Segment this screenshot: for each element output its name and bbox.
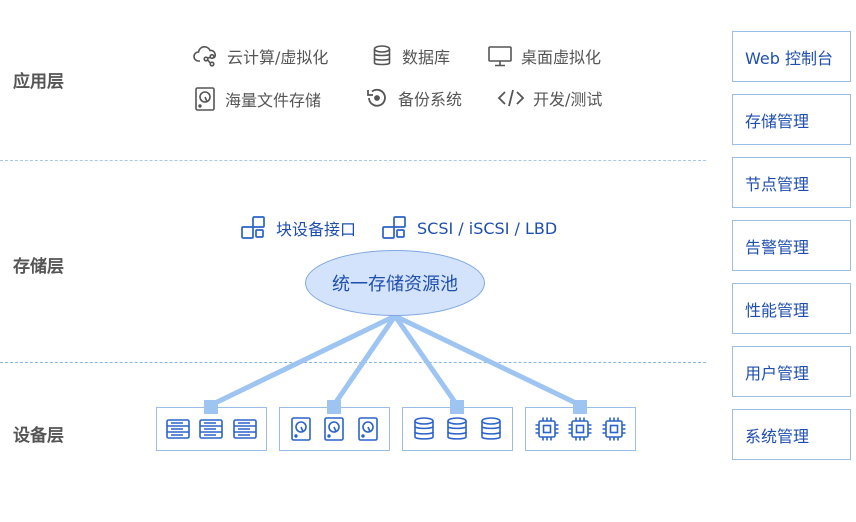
layer-divider-bottom: [0, 362, 706, 363]
connection-line: [393, 313, 582, 408]
side-item-web-console[interactable]: Web 控制台: [732, 31, 851, 82]
connection-line: [331, 314, 398, 407]
side-item-user-mgmt[interactable]: 用户管理: [732, 346, 851, 397]
interface-block-device: 块设备接口: [240, 215, 356, 241]
code-icon: [497, 89, 525, 107]
layer-label-device: 设备层: [13, 426, 64, 446]
connector-square: [204, 400, 218, 414]
chip-icon: [568, 417, 592, 441]
side-item-storage-mgmt[interactable]: 存储管理: [732, 94, 851, 145]
device-group-servers: [156, 407, 267, 451]
connection-line: [209, 313, 397, 408]
storage-pool-label: 统一存储资源池: [332, 274, 458, 295]
side-item-alert-mgmt[interactable]: 告警管理: [732, 220, 851, 271]
app-item-label: 开发/测试: [533, 90, 603, 109]
app-item-label: 桌面虚拟化: [521, 48, 602, 67]
interface-label: SCSI / iSCSI / LBD: [417, 218, 558, 238]
interface-label: 块设备接口: [276, 220, 357, 239]
app-item-cloud: 云计算/虚拟化: [193, 44, 328, 68]
layer-divider-top: [0, 160, 706, 161]
app-item-label: 备份系统: [398, 90, 463, 109]
database-icon: [481, 417, 501, 440]
storage-pool: 统一存储资源池: [305, 250, 485, 316]
side-item-label: 存储管理: [745, 111, 810, 131]
chip-icon: [535, 417, 559, 441]
database-icon: [373, 45, 391, 66]
side-item-label: 系统管理: [745, 426, 810, 446]
database-icon: [414, 417, 434, 440]
app-item-backup: 备份系统: [364, 86, 462, 110]
side-item-label: 节点管理: [745, 174, 810, 194]
app-item-dev-test: 开发/测试: [497, 86, 602, 110]
chip-icon: [602, 417, 626, 441]
device-group-databases: [402, 407, 513, 451]
app-item-database: 数据库: [370, 44, 450, 68]
side-item-system-mgmt[interactable]: 系统管理: [732, 409, 851, 460]
hard-disk-icon: [291, 417, 311, 441]
device-group-chips: [525, 407, 636, 451]
database-icon: [447, 417, 468, 440]
side-item-node-mgmt[interactable]: 节点管理: [732, 157, 851, 208]
monitor-icon: [488, 46, 512, 67]
side-item-label: Web 控制台: [745, 48, 833, 68]
connector-square: [573, 400, 587, 414]
app-item-label: 数据库: [402, 48, 451, 67]
layer-label-application: 应用层: [13, 72, 64, 92]
server-icon: [233, 419, 257, 439]
side-item-performance-mgmt[interactable]: 性能管理: [732, 283, 851, 334]
cloud-share-icon: [193, 46, 216, 67]
hard-disk-icon: [358, 417, 378, 441]
side-item-label: 用户管理: [745, 363, 810, 383]
block-interface-icon: [382, 216, 406, 239]
connection-line: [392, 314, 460, 407]
server-icon: [199, 419, 224, 439]
side-item-label: 告警管理: [745, 237, 810, 257]
server-icon: [166, 419, 190, 439]
app-item-desktop: 桌面虚拟化: [487, 44, 601, 68]
disk-file-icon: [195, 87, 215, 111]
app-item-label: 云计算/虚拟化: [227, 48, 329, 67]
app-item-file-storage: 海量文件存储: [193, 86, 321, 112]
connector-square: [450, 400, 464, 414]
connector-square: [327, 400, 341, 414]
interface-scsi: SCSI / iSCSI / LBD: [381, 215, 557, 241]
block-interface-icon: [241, 216, 265, 239]
backup-icon: [367, 88, 386, 107]
app-item-label: 海量文件存储: [225, 91, 322, 110]
layer-label-storage: 存储层: [13, 257, 64, 277]
hard-disk-icon: [324, 417, 345, 441]
side-item-label: 性能管理: [745, 300, 810, 320]
